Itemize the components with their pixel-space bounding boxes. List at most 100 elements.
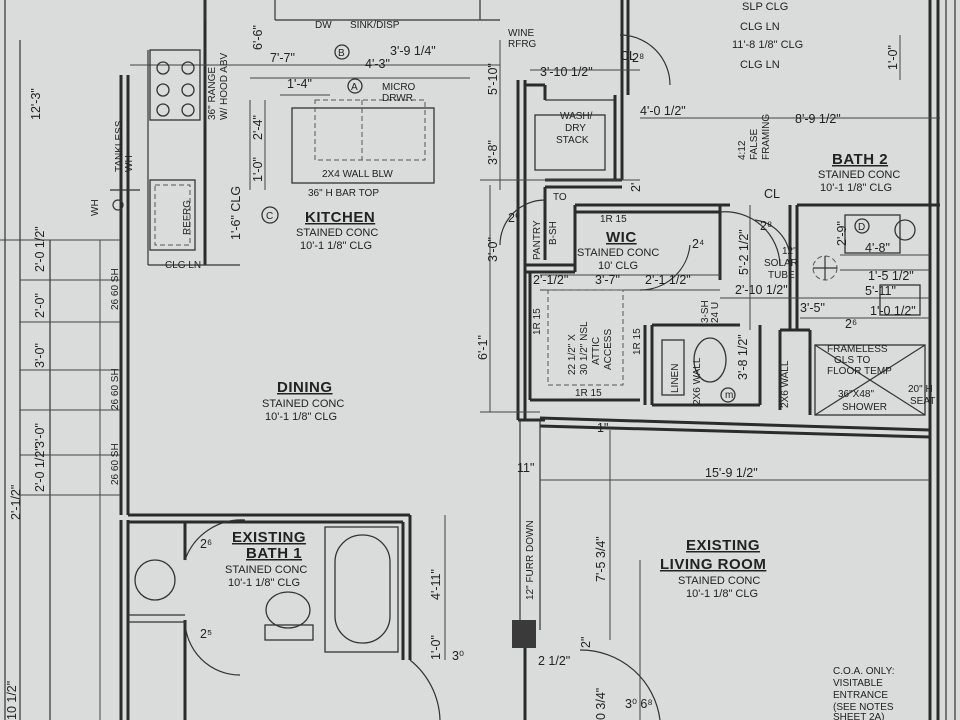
to-label: TO xyxy=(553,192,567,203)
dim-7-5-3-4: 7'-5 3/4" xyxy=(594,536,608,582)
door-3-0: 3⁰ xyxy=(452,649,464,663)
dim-3-7: 3'-7" xyxy=(595,273,620,287)
dim-3-5: 3'-5" xyxy=(800,301,825,315)
bar-top-label: 36" H BAR TOP xyxy=(308,188,379,199)
dimension-lines xyxy=(0,35,940,720)
dim-1-5-1-2: 1'-5 1/2" xyxy=(868,269,914,283)
fixture-labels: DW SINK/DISP WINE RFRG 36" RANGE W/ HOOD… xyxy=(90,20,895,720)
shower-label-1: 36"X48" xyxy=(838,389,874,400)
dim-3-9-1-4: 3'-9 1/4" xyxy=(390,44,436,58)
sh-3: 3-SH xyxy=(700,300,711,323)
dim-1-0: 1'-0" xyxy=(251,157,265,182)
attic-label-2: 30 1/2" NSL xyxy=(579,321,590,375)
linen-label: LINEN xyxy=(670,364,681,393)
attic-label-1: 22 1/2" X xyxy=(567,334,578,375)
false-label-1: 4:12 xyxy=(737,140,748,160)
dim-3-0: 3'-0" xyxy=(486,237,500,262)
dim-6-6: 6'-6" xyxy=(251,25,265,50)
tag-m-marker xyxy=(720,387,736,403)
door-2-6a: 2⁶ xyxy=(200,537,212,551)
fixtures xyxy=(110,34,926,720)
living-name-1: EXISTING xyxy=(686,537,760,554)
dim-3-8-1-2: 3'-8 1/2" xyxy=(736,334,750,380)
tag-d-marker xyxy=(854,218,870,234)
dim-2-0: 2'-0" xyxy=(33,293,47,318)
tag-d: D xyxy=(858,222,865,233)
dw-label: DW xyxy=(315,20,332,31)
door-2-0: 2⁰ xyxy=(508,211,520,225)
clg-ln-2: CLG LN xyxy=(740,59,780,71)
bath2-finish: STAINED CONC xyxy=(818,169,900,181)
dim-1-0-bath: 1'-0" xyxy=(429,635,443,660)
bsh-label: B-SH xyxy=(548,221,559,245)
dim-2-1-1-2: 2'-1 1/2" xyxy=(645,273,691,287)
tag-markers: B A C D m xyxy=(261,44,870,403)
dim-7-7: 7'-7" xyxy=(270,51,295,65)
dining-name: DINING xyxy=(277,379,333,396)
wall-blw-label: 2X4 WALL BLW xyxy=(322,169,393,180)
dim-4-11: 4'-11" xyxy=(429,569,443,600)
wall-2x6-b: 2X6 WALL xyxy=(780,360,791,408)
coa-label-2: VISITABLE xyxy=(833,678,883,689)
dim-10-1-2: 10 1/2" xyxy=(5,681,19,720)
dim-3-0-b: 3'-0" xyxy=(33,423,47,448)
bath1-name-1: EXISTING xyxy=(232,529,306,546)
window-label-3: 26 60 SH xyxy=(110,443,121,485)
wall-2x6-a: 2X6 WALL xyxy=(692,357,703,405)
door-2-6c: 2⁶ xyxy=(845,317,857,331)
false-label-3: FRAMING xyxy=(761,114,772,160)
frameless-label-2: GLS TO xyxy=(834,355,871,366)
door-2-6b: 2⁵ xyxy=(200,627,212,641)
dim-4-8: 4'-8" xyxy=(865,241,890,255)
bath1-ceiling: 10'-1 1/8" CLG xyxy=(228,577,300,589)
door-2-4: 2⁴ xyxy=(692,237,704,251)
dim-2-10-1-2: 2'-10 1/2" xyxy=(735,283,788,297)
tag-c: C xyxy=(266,211,273,222)
dim-3-8: 3'-8" xyxy=(486,140,500,165)
clg-11-8: 11'-8 1/8" CLG xyxy=(732,39,803,51)
tag-m: m xyxy=(725,390,733,401)
dim-2-1-2-inch: 2 1/2" xyxy=(538,654,570,668)
wash-label-3: STACK xyxy=(556,135,589,146)
dim-1-0-top: 1'-0" xyxy=(886,45,900,70)
refrg-label: REFRG xyxy=(182,200,193,235)
sink-label: SINK/DISP xyxy=(350,20,400,31)
dim-12-3: 12'-3" xyxy=(29,88,43,120)
dim-8-9-1-2: 8'-9 1/2" xyxy=(795,112,841,126)
dim-1: 1" xyxy=(597,421,608,435)
ir15-a: 1R 15 xyxy=(600,214,627,225)
walls xyxy=(4,0,956,720)
dining-ceiling: 10'-1 1/8" CLG xyxy=(265,411,337,423)
tag-a: A xyxy=(351,82,358,93)
dim-2-0-1-2-a: 2'-0 1/2" xyxy=(33,226,47,272)
wic-ceiling: 10' CLG xyxy=(598,260,638,272)
dim-5-10: 5'-10" xyxy=(486,63,500,95)
pantry-label: PANTRY xyxy=(532,220,543,260)
furr-down-label: 12" FURR DOWN xyxy=(525,520,536,600)
seat-label: SEAT xyxy=(910,396,935,407)
frameless-label-3: FLOOR TEMP xyxy=(827,366,892,377)
bath2-ceiling: 10'-1 1/8" CLG xyxy=(820,182,892,194)
dim-1-4: 1'-4" xyxy=(287,77,312,91)
kitchen-ceiling: 10'-1 1/8" CLG xyxy=(300,240,372,252)
attic-label-4: ACCESS xyxy=(603,329,614,370)
dining-finish: STAINED CONC xyxy=(262,398,344,410)
dim-5-2-1-2: 5'-2 1/2" xyxy=(737,229,751,275)
coa-label-3: ENTRANCE xyxy=(833,690,888,701)
ir15-d: 1R 15 xyxy=(575,388,602,399)
door-2-8a: 2⁸ xyxy=(632,51,644,65)
room-labels: KITCHEN STAINED CONC 10'-1 1/8" CLG DINI… xyxy=(225,1,900,600)
bath1-finish: STAINED CONC xyxy=(225,564,307,576)
tag-a-marker xyxy=(347,78,363,94)
kitchen-name: KITCHEN xyxy=(305,209,375,226)
micro-label-2: DRWR xyxy=(382,93,413,104)
dim-2: 2' xyxy=(629,183,643,192)
dim-5-11: 5'-11" xyxy=(865,284,896,298)
false-label-2: FALSE xyxy=(749,129,760,160)
bath2-name: BATH 2 xyxy=(832,151,888,168)
clg-ln-label: CLG LN xyxy=(165,260,201,271)
wine-label-2: RFRG xyxy=(508,39,537,50)
dim-6-1: 6'-1" xyxy=(476,335,490,360)
dim-3-10-1-2: 3'-10 1/2" xyxy=(540,65,593,79)
